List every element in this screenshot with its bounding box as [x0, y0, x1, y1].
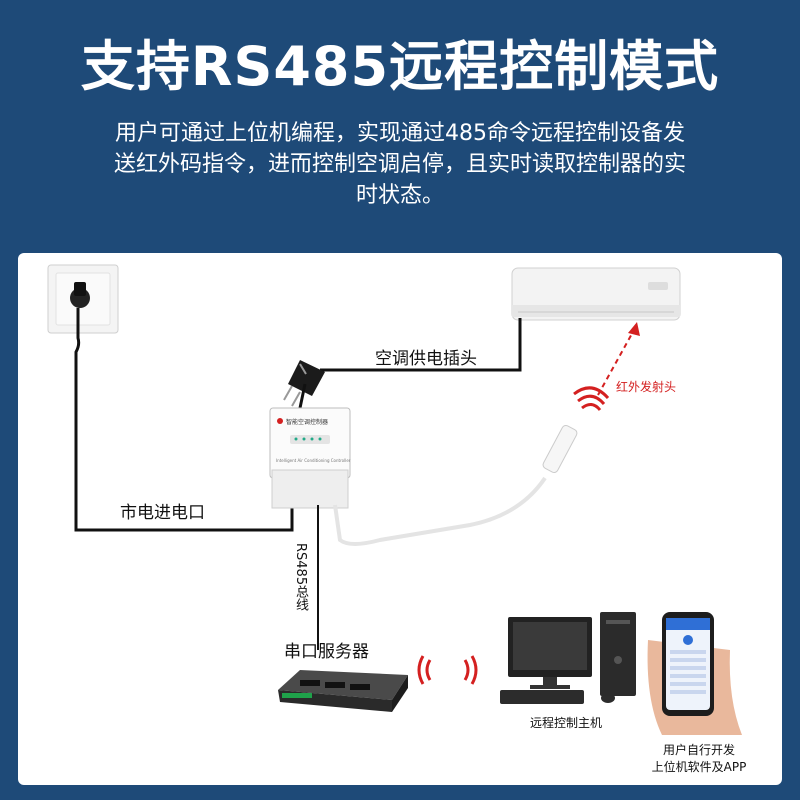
label-ac-power-plug: 空调供电插头 [375, 349, 477, 369]
smartphone-icon [647, 612, 742, 735]
label-remote-host: 远程控制主机 [530, 716, 603, 730]
computer-icon [500, 612, 636, 704]
subtitle-line: 时状态。 [355, 183, 444, 208]
ir-signal-arrow [597, 329, 635, 396]
mains-cable [74, 308, 294, 532]
page-subtitle: 用户可通过上位机编程，实现通过485命令远程控制设备发 送红外码指令，进而控制空… [50, 118, 750, 211]
ir-emitter-icon [542, 424, 578, 474]
label-ir-emitter: 红外发射头 [616, 380, 677, 394]
controller-sub: Intelligent Air Conditioning Controller [276, 458, 351, 463]
controller-name: 智能空调控制器 [286, 418, 328, 426]
ir-arrow-head [628, 322, 640, 336]
label-user-dev-line1: 用户自行开发 [662, 743, 735, 757]
ac-controller-device: 智能空调控制器 Intelligent Air Conditioning Con… [269, 407, 351, 509]
label-user-dev-line2: 上位机软件及APP [651, 760, 747, 774]
ir-signal-icon [573, 386, 610, 411]
plug-to-controller-cable [298, 383, 307, 409]
wireless-signal-icon [417, 655, 478, 685]
label-mains-input: 市电进电口 [120, 503, 205, 523]
ac-power-cable [320, 318, 522, 372]
label-serial-server: 串口服务器 [284, 642, 369, 662]
label-rs485-bus: RS485总线 [293, 543, 308, 612]
wall-outlet-icon [47, 264, 119, 334]
subtitle-line: 用户可通过上位机编程，实现通过485命令远程控制设备发 [115, 121, 685, 146]
ac-plug-icon [283, 360, 325, 407]
air-conditioner-icon [511, 267, 681, 321]
serial-server-icon [278, 670, 408, 712]
page-title: 支持RS485远程控制模式 [80, 35, 720, 98]
subtitle-line: 送红外码指令，进而控制空调启停，且实时读取控制器的实 [113, 152, 686, 177]
ir-sensor-cable [333, 476, 547, 546]
